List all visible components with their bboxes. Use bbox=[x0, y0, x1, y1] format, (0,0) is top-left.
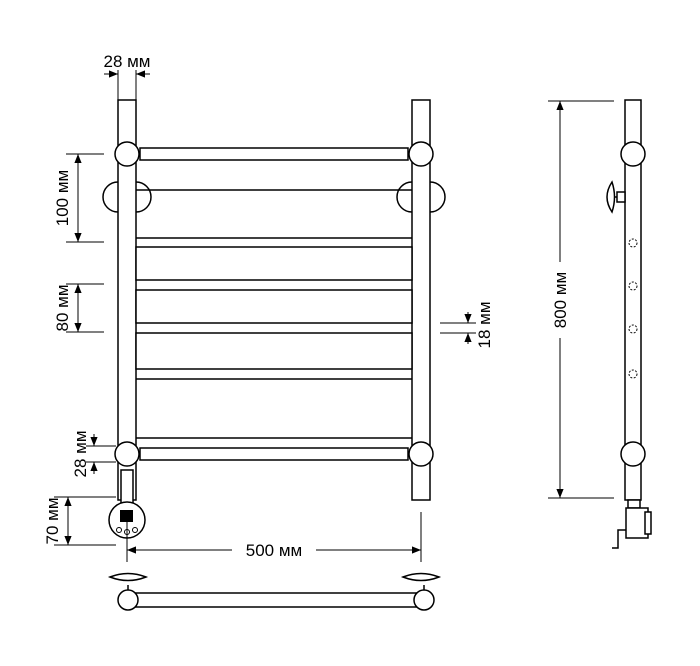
top-view-flange-right bbox=[400, 572, 442, 582]
dim-bar-width: 18 мм bbox=[475, 301, 494, 348]
joint-top-right bbox=[408, 141, 434, 167]
top-view-tube bbox=[127, 592, 425, 608]
dim-middle-spacing: 80 мм bbox=[53, 284, 72, 331]
top-cross-tube bbox=[139, 147, 409, 161]
right-bracket-inner bbox=[396, 181, 413, 213]
side-heater-cap bbox=[644, 511, 652, 535]
left-bracket-inner bbox=[135, 181, 152, 213]
bar-end-marker bbox=[628, 281, 638, 291]
side-joint-bottom bbox=[620, 441, 646, 467]
right-bracket bbox=[429, 181, 446, 213]
wall-mount-block bbox=[616, 191, 626, 203]
dimension-lines: 28 мм 100 мм 80 мм 18 мм 28 мм 70 мм 500… bbox=[43, 52, 614, 562]
dim-ext-80 bbox=[66, 283, 104, 333]
dim-connection-drop: 70 мм bbox=[43, 497, 62, 544]
side-heater-neck bbox=[627, 499, 641, 509]
flat-bar-1 bbox=[136, 189, 412, 239]
side-joint-top bbox=[620, 141, 646, 167]
joint-bottom-right bbox=[408, 441, 434, 467]
top-view bbox=[107, 572, 442, 611]
top-view-ball-left bbox=[117, 589, 139, 611]
side-heater-cable bbox=[612, 529, 626, 549]
top-view-posts bbox=[127, 585, 425, 593]
top-view-ball-right bbox=[413, 589, 435, 611]
heater-button-icon bbox=[132, 527, 138, 533]
flat-bar-2 bbox=[135, 246, 413, 281]
dim-height: 800 мм bbox=[551, 272, 570, 328]
dim-ext-pipe bbox=[117, 70, 137, 100]
dim-ext-70 bbox=[54, 496, 116, 546]
flat-bar-3 bbox=[135, 289, 413, 324]
dim-ext-500 bbox=[126, 512, 422, 562]
dim-ext-18 bbox=[440, 322, 476, 334]
joint-bottom-left bbox=[114, 441, 140, 467]
flat-bar-4 bbox=[135, 332, 413, 370]
top-view-flange-left bbox=[107, 572, 149, 582]
dim-upper-spacing: 100 мм bbox=[53, 170, 72, 226]
heater-connector bbox=[120, 469, 134, 506]
front-view bbox=[102, 99, 446, 539]
dim-ext-100 bbox=[66, 153, 104, 243]
dim-width: 500 мм bbox=[246, 541, 302, 560]
bottom-cross-tube bbox=[139, 447, 409, 461]
bar-end-marker bbox=[628, 369, 638, 379]
heater-button-icon bbox=[116, 527, 122, 533]
dim-pipe-diameter: 28 мм bbox=[103, 52, 150, 71]
wall-mount-flange bbox=[606, 180, 616, 214]
joint-top-left bbox=[114, 141, 140, 167]
bar-end-marker bbox=[628, 238, 638, 248]
bar-end-marker bbox=[628, 324, 638, 334]
dim-ext-28-lower bbox=[86, 445, 116, 463]
dim-lower-pipe: 28 мм bbox=[71, 430, 90, 477]
flat-bar-5 bbox=[136, 378, 412, 439]
left-bracket bbox=[102, 181, 119, 213]
side-view bbox=[606, 99, 652, 549]
